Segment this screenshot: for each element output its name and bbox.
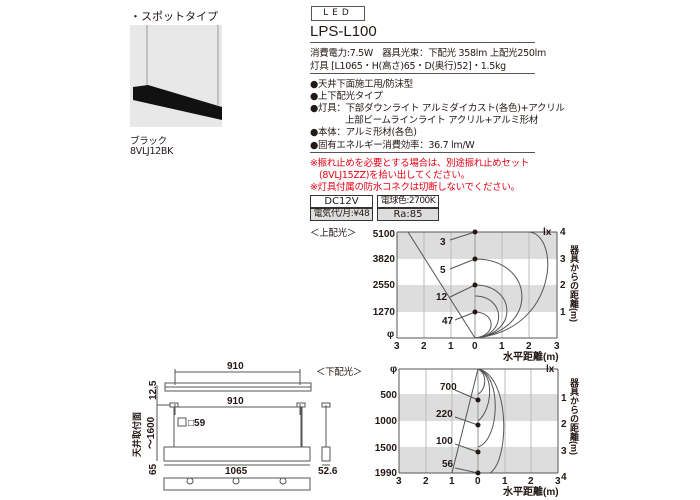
x-tick: 3	[555, 476, 561, 487]
y-right-tick: 1	[561, 393, 567, 404]
x-tick: 1	[449, 476, 455, 487]
x-tick: 1	[502, 476, 508, 487]
y-tick: 1990	[375, 468, 398, 479]
y-axis-label: 器具からの距離(m)	[569, 245, 580, 322]
lux-label: 56	[442, 459, 454, 470]
x-tick: 2	[528, 476, 534, 487]
lux-label: 3	[440, 237, 446, 248]
phi-label: φ	[390, 364, 397, 375]
y-right-tick: 2	[560, 280, 566, 291]
feature: ●天井下面施工用/防沫型	[310, 79, 413, 90]
pendant-light-image	[133, 25, 222, 120]
electricity-cost: 電気代/月:¥48	[310, 208, 373, 221]
spec-line: 灯具 [L1065・H(高さ)65・D(奥行)52]・1.5kg	[310, 61, 506, 72]
lux-label: 47	[442, 316, 454, 327]
note: (8VLJ15ZZ)を拾い出してください。	[319, 170, 470, 181]
color-rendering: Ra:85	[377, 208, 439, 221]
y-tick: 1500	[375, 443, 398, 454]
feature: ●本体：アルミ形材(各色)	[310, 127, 417, 138]
y-right-tick: 4	[561, 472, 567, 483]
dim-top-width: 910	[227, 361, 244, 372]
led-badge: LED	[311, 6, 365, 21]
x-axis-label: 水平距離(m)	[502, 485, 559, 498]
note: ※振れ止めを必要とする場合は、別途振れ止めセット	[310, 158, 529, 169]
upper-light-distribution-chart: 5100 3820 2550 1270 φ 3 5 12 47 lx 4 3 2…	[373, 227, 580, 363]
y-tick: 5100	[373, 229, 396, 240]
note: ※灯具付属の防水コネクは切断しないでください。	[310, 182, 520, 193]
x-tick: 2	[423, 476, 429, 487]
feature: ●灯具：下部ダウンライト アルミダイカスト(各色)+アクリル	[310, 103, 565, 114]
lower-chart-title: ＜下配光＞	[316, 367, 363, 378]
feature: 上部ビームラインライト アクリル+アルミ形材	[345, 115, 539, 126]
x-tick: 0	[472, 341, 478, 352]
product-photo	[130, 25, 222, 127]
divider	[310, 73, 535, 74]
dim-body-height: 65	[148, 463, 159, 475]
feature: ●上下配光タイプ	[310, 91, 383, 102]
model-number: LPS-L100	[310, 23, 377, 40]
y-right-tick: 2	[561, 419, 567, 430]
lx-label: lx	[543, 227, 552, 238]
voltage: DC12V	[310, 195, 373, 208]
dim-ceiling: 天井取付面	[131, 412, 142, 457]
dim-length: 1065	[225, 466, 248, 477]
dim-mount: □59	[188, 418, 206, 429]
y-axis-label: 器具からの距離(m)	[569, 378, 580, 455]
product-code: 8VLJ12BK	[130, 146, 174, 157]
dim-range: ～1600	[146, 416, 157, 449]
y-tick: 1000	[375, 416, 398, 427]
y-tick: 2550	[373, 280, 396, 291]
y-right-tick: 3	[560, 254, 566, 265]
x-tick: 0	[475, 476, 481, 487]
lux-label: 700	[440, 382, 457, 393]
x-tick: 3	[554, 341, 560, 352]
dimension-drawing: 910 910 □59 1065 52.6 12.5 天井取付面 ～1600 6…	[131, 361, 338, 491]
y-right-tick: 1	[560, 307, 566, 318]
x-tick: 3	[394, 341, 400, 352]
lux-label: 5	[440, 265, 446, 276]
x-tick: 2	[526, 341, 532, 352]
dim-mid-width: 910	[227, 396, 244, 407]
color-name: ブラック	[130, 136, 167, 147]
color-temp: 電球色:2700K	[377, 195, 439, 208]
y-right-tick: 3	[561, 446, 567, 457]
upper-chart-title: ＜上配光＞	[310, 228, 357, 239]
type-label: ・スポットタイプ	[130, 10, 218, 23]
x-tick: 1	[448, 341, 454, 352]
feature: ●固有エネルギー消費効率：36.7 lm/W	[310, 140, 475, 151]
y-tick: 1270	[373, 307, 396, 318]
divider	[310, 42, 535, 43]
lux-label: 100	[436, 436, 453, 447]
y-tick: 3820	[373, 254, 396, 265]
spec-line: 消費電力:7.5W 器具光束：下配光 358lm 上配光250lm	[310, 48, 546, 59]
x-tick: 1	[499, 341, 505, 352]
dim-height-top: 12.5	[148, 380, 159, 400]
x-tick: 2	[421, 341, 427, 352]
dim-depth: 52.6	[318, 466, 338, 477]
lux-label: 220	[436, 409, 453, 420]
x-axis-label: 水平距離(m)	[502, 350, 559, 363]
phi-label: φ	[387, 329, 394, 340]
x-tick: 3	[396, 476, 402, 487]
y-right-tick: 4	[560, 227, 566, 238]
lx-label: lx	[546, 364, 555, 375]
lux-label: 12	[436, 292, 448, 303]
divider	[310, 152, 535, 153]
y-tick: 500	[380, 390, 397, 401]
lower-light-distribution-chart: φ 500 1000 1500 1990 700 220 100 56 lx 1…	[375, 364, 580, 498]
